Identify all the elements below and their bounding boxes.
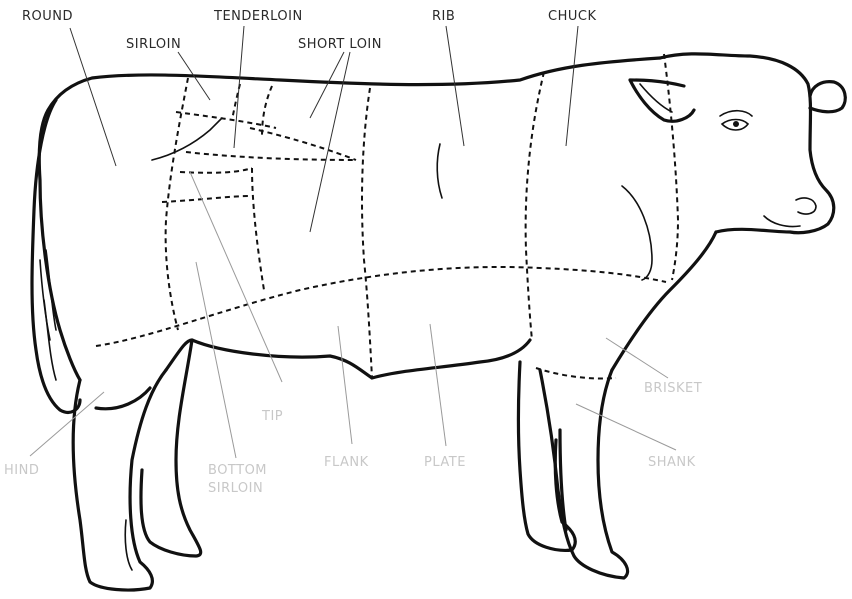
label-shank: SHANK — [648, 455, 696, 470]
label-rib: RIB — [432, 9, 455, 24]
label-hind-shank: HIND — [4, 463, 39, 478]
leader-brisket — [606, 338, 668, 378]
leader-rib — [446, 26, 464, 146]
label-chuck: CHUCK — [548, 9, 596, 24]
leader-shank — [576, 404, 676, 450]
leader-hind-shank — [30, 392, 104, 456]
leader-flank — [338, 326, 352, 444]
label-brisket: BRISKET — [644, 381, 702, 396]
leader-bottom-sirloin — [196, 262, 236, 458]
cut-lines — [96, 54, 678, 379]
label-bottom-sirloin-line1: BOTTOM — [208, 463, 267, 478]
leader-plate — [430, 324, 446, 446]
leader-lines — [30, 26, 676, 458]
label-bottom-sirloin-line2: SIRLOIN — [208, 481, 263, 496]
label-flank: FLANK — [324, 455, 369, 470]
label-tip: TIP — [261, 409, 283, 424]
label-sirloin: SIRLOIN — [126, 37, 181, 52]
label-tenderloin: TENDERLOIN — [213, 9, 303, 24]
leader-chuck — [566, 26, 578, 146]
cow-outline — [32, 54, 845, 590]
label-round: ROUND — [22, 9, 73, 24]
label-plate: PLATE — [424, 455, 466, 470]
label-short-loin: SHORT LOIN — [298, 37, 382, 52]
leader-short-loin-a — [310, 52, 344, 118]
leader-round — [70, 28, 116, 166]
leader-tenderloin — [234, 26, 244, 148]
